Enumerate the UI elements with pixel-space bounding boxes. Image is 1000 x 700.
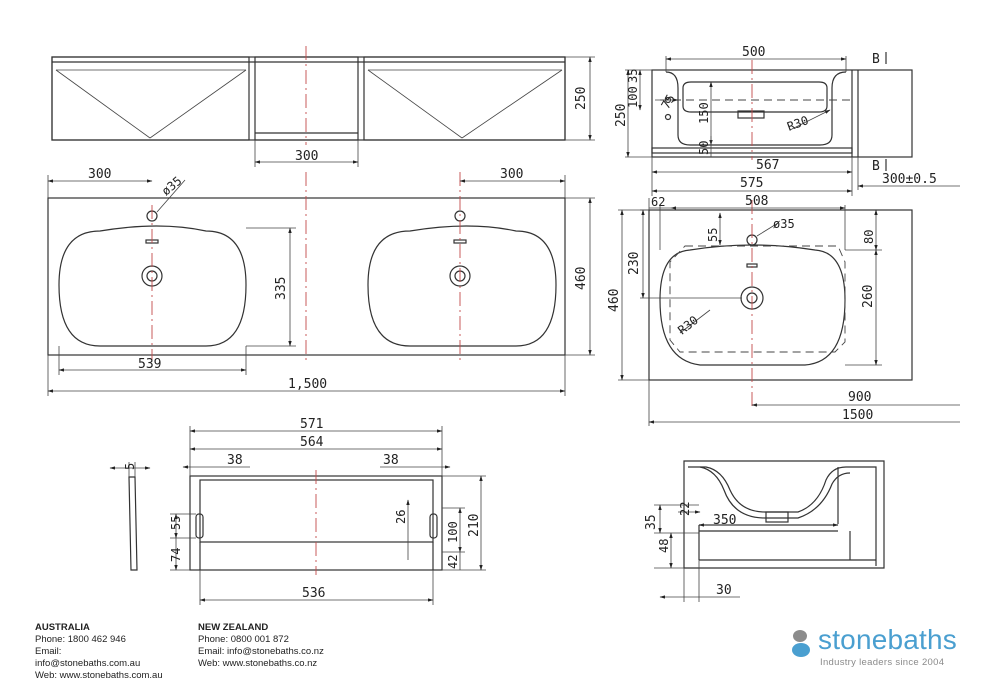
- section-mark-bottom: B: [872, 159, 880, 174]
- dim-bowl-width: 539: [138, 357, 161, 372]
- section-mark-top: B: [872, 52, 880, 67]
- dim-side-100: 100: [626, 86, 640, 108]
- dim-sec-35: 35: [644, 514, 659, 530]
- front-elevation: 300 250: [51, 46, 595, 167]
- dim-drawer-55: 55: [169, 516, 183, 530]
- pebble-icon: [792, 630, 810, 657]
- footer-australia: AUSTRALIA Phone: 1800 462 946 Email: inf…: [35, 622, 163, 682]
- dim-drawer-42: 42: [446, 555, 460, 569]
- dim-plan-r30: R30: [675, 313, 701, 337]
- dim-drawer-5: 5: [123, 463, 137, 470]
- australia-heading: AUSTRALIA: [35, 622, 90, 633]
- footer-new-zealand: NEW ZEALAND Phone: 0800 001 872 Email: i…: [198, 622, 324, 670]
- dim-sec-350: 350: [713, 513, 736, 528]
- dim-plan-55: 55: [706, 228, 720, 242]
- dim-drawer-210: 210: [467, 514, 482, 537]
- dim-top-left-offset: 300: [88, 167, 111, 182]
- dim-drawer-74: 74: [169, 548, 183, 562]
- dim-total-width: 1,500: [288, 377, 327, 392]
- dim-drawer-536: 536: [302, 586, 325, 601]
- dim-top-right-offset: 300: [500, 167, 523, 182]
- dim-side-35: 35: [626, 69, 640, 83]
- australia-web[interactable]: Web: www.stonebaths.com.au: [35, 670, 163, 681]
- dim-side-150: 150: [697, 102, 711, 124]
- basin-plan-detail: 62 508 55 ø35 80 230 460 260 R30 900: [607, 194, 960, 426]
- dim-front-opening: 300: [295, 149, 318, 164]
- dim-plan-80: 80: [862, 230, 876, 244]
- dim-plan-460: 460: [607, 289, 622, 312]
- top-plan: 300 ø35 300 460 335 539 1,500: [47, 167, 595, 396]
- dim-plan-tap: ø35: [773, 217, 795, 231]
- dim-sec-22: 22: [678, 502, 692, 516]
- dim-tap-hole: ø35: [159, 174, 185, 199]
- dim-plan-1500: 1500: [842, 408, 873, 423]
- drawer-front: 571 564 38 38 26 100 42 210 55 74 5: [169, 417, 486, 605]
- dim-side-250: 250: [614, 104, 629, 127]
- nz-phone: Phone: 0800 001 872: [198, 634, 289, 645]
- australia-phone: Phone: 1800 462 946: [35, 634, 126, 645]
- dim-plan-62: 62: [651, 195, 665, 209]
- dim-side-r30: R30: [785, 113, 810, 134]
- dim-top-depth: 460: [574, 267, 589, 290]
- logo-tagline: Industry leaders since 2004: [820, 657, 945, 668]
- section-bb: 22 350 35 48 30: [644, 460, 885, 602]
- australia-email[interactable]: info@stonebaths.com.au: [35, 658, 141, 669]
- dim-drawer-26: 26: [394, 510, 408, 524]
- dim-bowl-depth: 335: [274, 277, 289, 300]
- dim-side-50: 50: [697, 141, 711, 155]
- dim-drawer-38-right: 38: [383, 453, 399, 468]
- dim-front-depth: 250: [574, 87, 589, 110]
- nz-email[interactable]: Email: info@stonebaths.co.nz: [198, 646, 324, 657]
- side-section: 500 250 100 35 75 150 50 R30 567 575 300…: [614, 45, 960, 196]
- drawer-side-profile: 5: [109, 462, 151, 571]
- nz-web[interactable]: Web: www.stonebaths.co.nz: [198, 658, 318, 669]
- dim-side-width: 500: [742, 45, 765, 60]
- dim-plan-230: 230: [627, 252, 642, 275]
- dim-plan-900: 900: [848, 390, 871, 405]
- dim-sec-30: 30: [716, 583, 732, 598]
- dim-sec-48: 48: [657, 539, 671, 553]
- dim-side-567: 567: [756, 158, 779, 173]
- stonebaths-logo: stonebaths Industry leaders since 2004: [790, 624, 970, 668]
- dim-drawer-100: 100: [446, 521, 460, 543]
- dim-side-575: 575: [740, 176, 763, 191]
- logo-brand: stonebaths: [818, 624, 957, 655]
- dim-drawer-38-left: 38: [227, 453, 243, 468]
- dim-drawer-571: 571: [300, 417, 323, 432]
- dim-side-75: 75: [658, 92, 677, 112]
- nz-heading: NEW ZEALAND: [198, 622, 269, 633]
- dim-plan-260: 260: [861, 285, 876, 308]
- australia-email-label: Email:: [35, 646, 62, 657]
- dim-plan-508: 508: [745, 194, 768, 209]
- dim-side-offset: 300±0.5: [882, 172, 937, 187]
- dim-drawer-564: 564: [300, 435, 324, 450]
